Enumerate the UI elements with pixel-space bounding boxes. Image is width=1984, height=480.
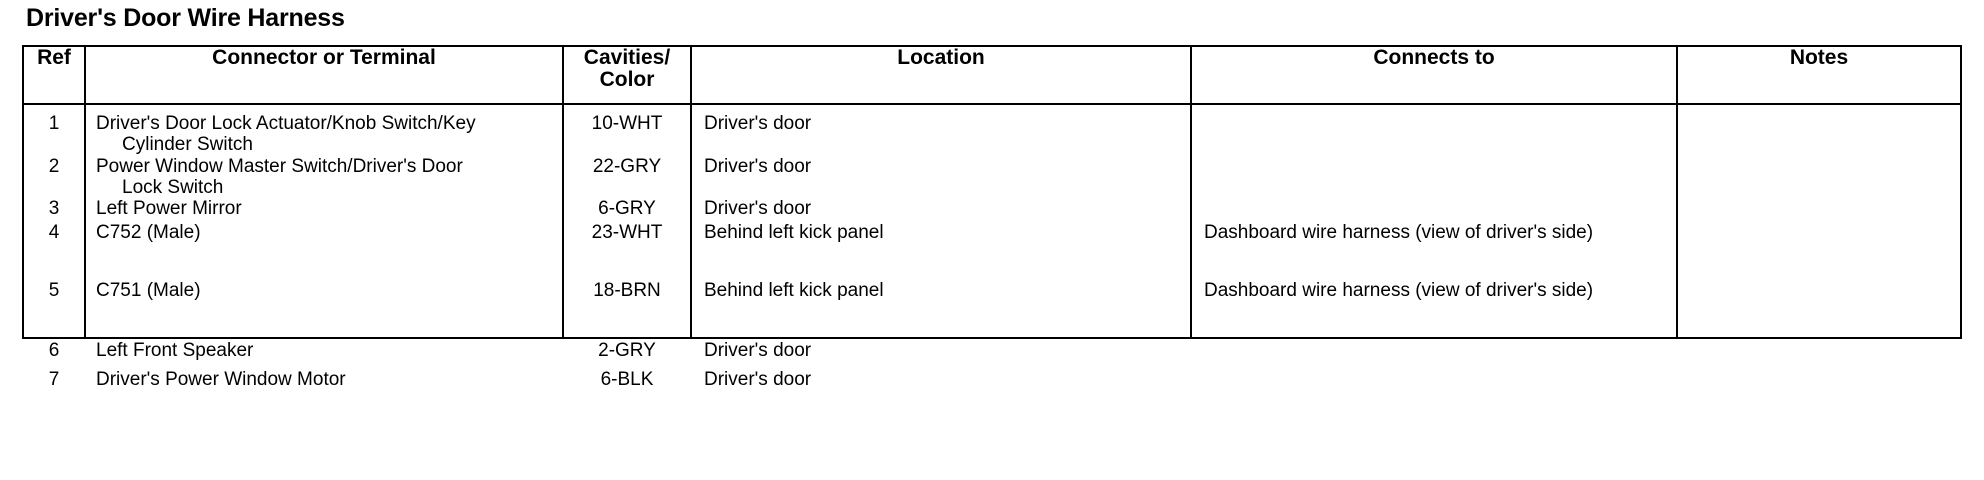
cell-connector-column: Driver's Door Lock Actuator/Knob Switch/… (84, 103, 564, 390)
cell-notes-column (1676, 103, 1962, 339)
connector-value: Left Front Speaker (96, 340, 254, 361)
column-header-cavities-color: Cavities/ Color (562, 45, 692, 105)
cavities-color-value: 23-WHT (591, 222, 663, 243)
ref-value: 4 (48, 222, 60, 243)
ref-value: 3 (48, 198, 60, 219)
cell-ref-column: 1 2 3 4 5 6 7 (22, 103, 86, 390)
column-header-color-label: Color (599, 67, 655, 91)
connector-value: Left Power Mirror (96, 198, 242, 219)
harness-table-container: Ref Connector or Terminal Cavities/ Colo… (22, 45, 1962, 390)
cavities-color-value: 10-WHT (591, 113, 663, 134)
connector-value: C751 (Male) (96, 280, 201, 301)
column-header-connects-to: Connects to (1190, 45, 1678, 105)
location-value: Behind left kick panel (704, 222, 884, 243)
cavities-stack: 10-WHT 22-GRY 6-GRY 23-WHT 18-BRN 2-GRY 6-BLK (564, 105, 690, 390)
ref-value: 2 (48, 156, 60, 177)
cell-cavities-column: 10-WHT 22-GRY 6-GRY 23-WHT 18-BRN 2-GRY 6-BLK (562, 103, 692, 390)
table-row: 1 2 3 4 5 6 7 Driver's Door Lock Actuator/Knob… (22, 103, 1962, 390)
table-header: Ref Connector or Terminal Cavities/ Colo… (22, 45, 1962, 105)
column-header-cavities-label: Cavities/ (583, 46, 671, 69)
ref-value: 1 (48, 113, 60, 134)
table-header-row: Ref Connector or Terminal Cavities/ Colo… (22, 45, 1962, 105)
connector-value-continuation: Lock Switch (122, 177, 224, 198)
ref-value: 6 (48, 340, 60, 361)
column-header-connector-label: Connector or Terminal (212, 46, 436, 69)
location-value: Driver's door (704, 156, 812, 177)
location-value: Driver's door (704, 113, 812, 134)
ref-stack: 1 2 3 4 5 6 7 (24, 105, 84, 390)
connector-value: Driver's Power Window Motor (96, 369, 346, 390)
column-header-ref: Ref (22, 45, 86, 105)
cavities-color-value: 18-BRN (593, 280, 661, 301)
location-value: Behind left kick panel (704, 280, 884, 301)
connector-value: C752 (Male) (96, 222, 201, 243)
table-body: 1 2 3 4 5 6 7 Driver's Door Lock Actuator/Knob… (22, 103, 1962, 390)
column-header-location: Location (690, 45, 1192, 105)
cavities-color-value: 6-BLK (600, 369, 654, 390)
ref-value: 7 (48, 369, 60, 390)
wire-harness-table: Ref Connector or Terminal Cavities/ Colo… (22, 45, 1962, 390)
cell-connects-to-column: Dashboard wire harness (view of driver's… (1190, 103, 1678, 339)
column-header-notes: Notes (1676, 45, 1962, 105)
location-value: Driver's door (704, 340, 812, 361)
connector-value-continuation: Cylinder Switch (122, 134, 253, 155)
connects-to-value: Dashboard wire harness (view of driver's… (1204, 280, 1594, 301)
column-header-connects-to-label: Connects to (1373, 46, 1495, 69)
cavities-color-value: 22-GRY (592, 156, 662, 177)
column-header-location-label: Location (897, 46, 985, 69)
cavities-color-value: 6-GRY (598, 198, 656, 219)
column-header-notes-label: Notes (1789, 46, 1849, 69)
connector-value: Power Window Master Switch/Driver's Door (96, 156, 463, 177)
cavities-color-value: 2-GRY (598, 340, 656, 361)
connects-to-value: Dashboard wire harness (view of driver's… (1204, 222, 1594, 243)
page-title: Driver's Door Wire Harness (26, 4, 345, 32)
notes-stack (1678, 105, 1960, 337)
location-value: Driver's door (704, 198, 812, 219)
column-header-ref-label: Ref (37, 46, 71, 69)
connects-to-stack: Dashboard wire harness (view of driver's… (1192, 105, 1676, 337)
location-value: Driver's door (704, 369, 812, 390)
connector-stack: Driver's Door Lock Actuator/Knob Switch/… (86, 105, 562, 390)
connector-value: Driver's Door Lock Actuator/Knob Switch/… (96, 113, 476, 134)
ref-value: 5 (48, 280, 60, 301)
column-header-connector: Connector or Terminal (84, 45, 564, 105)
